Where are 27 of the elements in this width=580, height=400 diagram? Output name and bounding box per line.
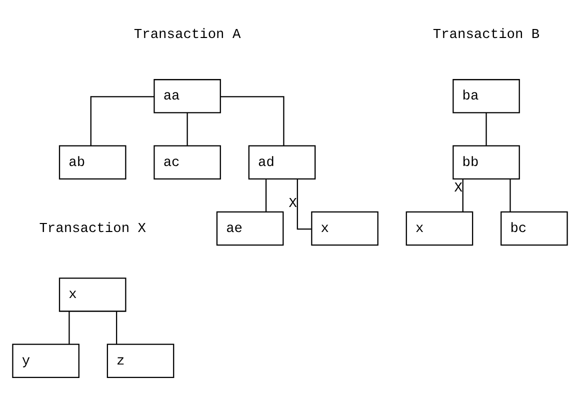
node-box: ab — [58, 145, 126, 180]
label: Transaction X — [39, 222, 146, 238]
node-box: aa — [154, 79, 221, 114]
node-box: bc — [500, 211, 568, 246]
edge-label: X — [288, 197, 297, 212]
connector — [510, 179, 511, 212]
node-box: z — [106, 344, 174, 378]
label: Transaction B — [432, 28, 540, 44]
node-box: ac — [154, 145, 221, 180]
connector — [68, 311, 70, 344]
connector — [116, 311, 118, 344]
label: Transaction A — [134, 28, 241, 44]
connector — [90, 96, 154, 146]
node-box: x — [311, 211, 378, 246]
connector — [220, 96, 284, 146]
node-box: bb — [452, 145, 520, 180]
edge-label: X — [454, 181, 462, 196]
connector — [486, 112, 487, 146]
node-box: ad — [248, 145, 316, 180]
node-box: x — [58, 278, 126, 312]
connector — [462, 179, 464, 212]
connector — [265, 179, 267, 212]
node-box: ae — [216, 211, 284, 246]
connector — [186, 112, 188, 146]
node-box: y — [12, 344, 80, 378]
node-box: ba — [452, 79, 520, 114]
node-box: x — [406, 211, 474, 246]
